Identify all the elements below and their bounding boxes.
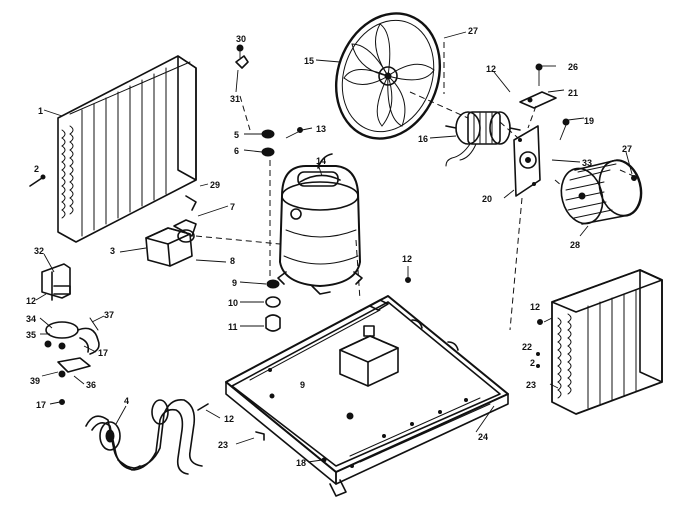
label-35: 35 xyxy=(26,330,36,340)
label-1: 1 xyxy=(38,106,43,116)
screw-13 xyxy=(297,127,313,133)
label-7: 7 xyxy=(230,202,235,212)
control-box xyxy=(339,325,399,387)
label-27-right: 27 xyxy=(622,144,632,154)
reversing-valve xyxy=(44,317,100,355)
label-14: 14 xyxy=(316,156,326,166)
label-4: 4 xyxy=(124,396,129,406)
motor-mount-bracket xyxy=(519,63,557,109)
condenser-fan-blade xyxy=(334,12,442,140)
label-32: 32 xyxy=(34,246,44,256)
label-12-mid: 12 xyxy=(402,254,412,264)
label-17-bottom: 17 xyxy=(36,400,46,410)
label-36: 36 xyxy=(86,380,96,390)
label-24: 24 xyxy=(478,432,488,442)
label-21: 21 xyxy=(568,88,578,98)
label-15: 15 xyxy=(304,56,314,66)
capacitor xyxy=(119,219,197,267)
mounting-grommets xyxy=(261,129,281,332)
label-3: 3 xyxy=(110,246,115,256)
label-26: 26 xyxy=(568,62,578,72)
label-19: 19 xyxy=(584,116,594,126)
label-29: 29 xyxy=(210,180,220,190)
label-22: 22 xyxy=(522,342,532,352)
label-5: 5 xyxy=(234,130,239,140)
label-37: 37 xyxy=(104,310,114,320)
label-12-pan: 12 xyxy=(224,414,234,424)
screw-2 xyxy=(29,174,46,187)
label-12: 12 xyxy=(486,64,496,74)
label-12-left: 12 xyxy=(26,296,36,306)
label-31: 31 xyxy=(230,94,240,104)
label-18: 18 xyxy=(296,458,306,468)
clip-30-31 xyxy=(235,44,249,93)
screw-17 xyxy=(49,399,65,405)
clip-29 xyxy=(185,195,197,211)
leader-lines xyxy=(35,31,633,463)
screw-19 xyxy=(559,118,570,141)
blower-wheel xyxy=(560,159,643,225)
label-17: 17 xyxy=(98,348,108,358)
label-11: 11 xyxy=(228,322,238,332)
fan-motor xyxy=(445,111,521,167)
label-8: 8 xyxy=(230,256,235,266)
label-9: 9 xyxy=(232,278,237,288)
base-pan xyxy=(225,295,509,497)
label-12-right: 12 xyxy=(530,302,540,312)
screw-27 xyxy=(631,175,637,181)
label-6: 6 xyxy=(234,146,239,156)
label-30: 30 xyxy=(236,34,246,44)
label-39: 39 xyxy=(30,376,40,386)
label-23-pan: 23 xyxy=(218,440,228,450)
part-labels: 30 31 15 27 12 26 21 1 5 6 13 14 16 19 3… xyxy=(26,26,632,468)
label-10: 10 xyxy=(228,298,238,308)
label-23-right: 23 xyxy=(526,380,536,390)
label-13: 13 xyxy=(316,124,326,134)
label-16: 16 xyxy=(418,134,428,144)
motor-mounting-plate xyxy=(513,125,541,197)
valve-bracket xyxy=(41,263,71,301)
condenser-coil xyxy=(57,55,197,243)
label-20: 20 xyxy=(482,194,492,204)
label-9-pan: 9 xyxy=(300,380,305,390)
label-2-right: 2 xyxy=(530,358,535,368)
label-34: 34 xyxy=(26,314,36,324)
label-33: 33 xyxy=(582,158,592,168)
label-28: 28 xyxy=(570,240,580,250)
assembly-lines xyxy=(195,42,639,331)
compressor xyxy=(277,153,363,295)
label-27: 27 xyxy=(468,26,478,36)
refrigerant-tubing xyxy=(85,398,203,475)
pan-screws xyxy=(197,266,411,463)
label-2: 2 xyxy=(34,164,39,174)
valve-coil xyxy=(41,357,91,378)
evaporator-coil xyxy=(536,269,663,415)
